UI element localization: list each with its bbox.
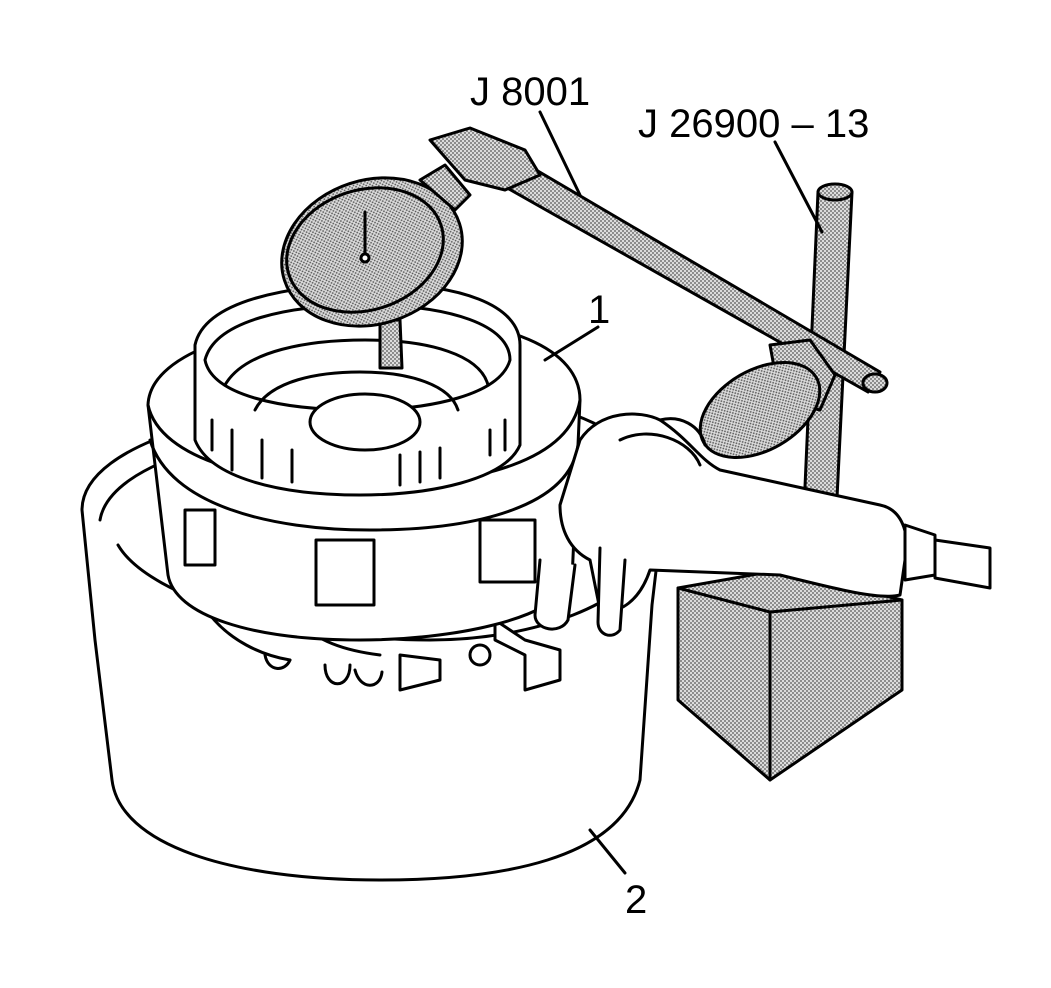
leader-j8001 — [538, 110, 582, 197]
leader-j26900 — [773, 140, 824, 234]
magnetic-base — [676, 568, 904, 782]
leader-part-1 — [543, 325, 600, 362]
label-part-1: 1 — [588, 288, 611, 332]
label-j8001: J 8001 — [470, 70, 591, 114]
air-nozzle — [533, 412, 992, 637]
leader-lines — [538, 110, 824, 875]
leader-part-2 — [588, 828, 627, 875]
label-part-2: 2 — [625, 878, 648, 922]
label-j26900-13: J 26900 – 13 — [638, 102, 870, 146]
dial-gauge — [280, 163, 472, 370]
part-1-housing — [146, 282, 582, 642]
